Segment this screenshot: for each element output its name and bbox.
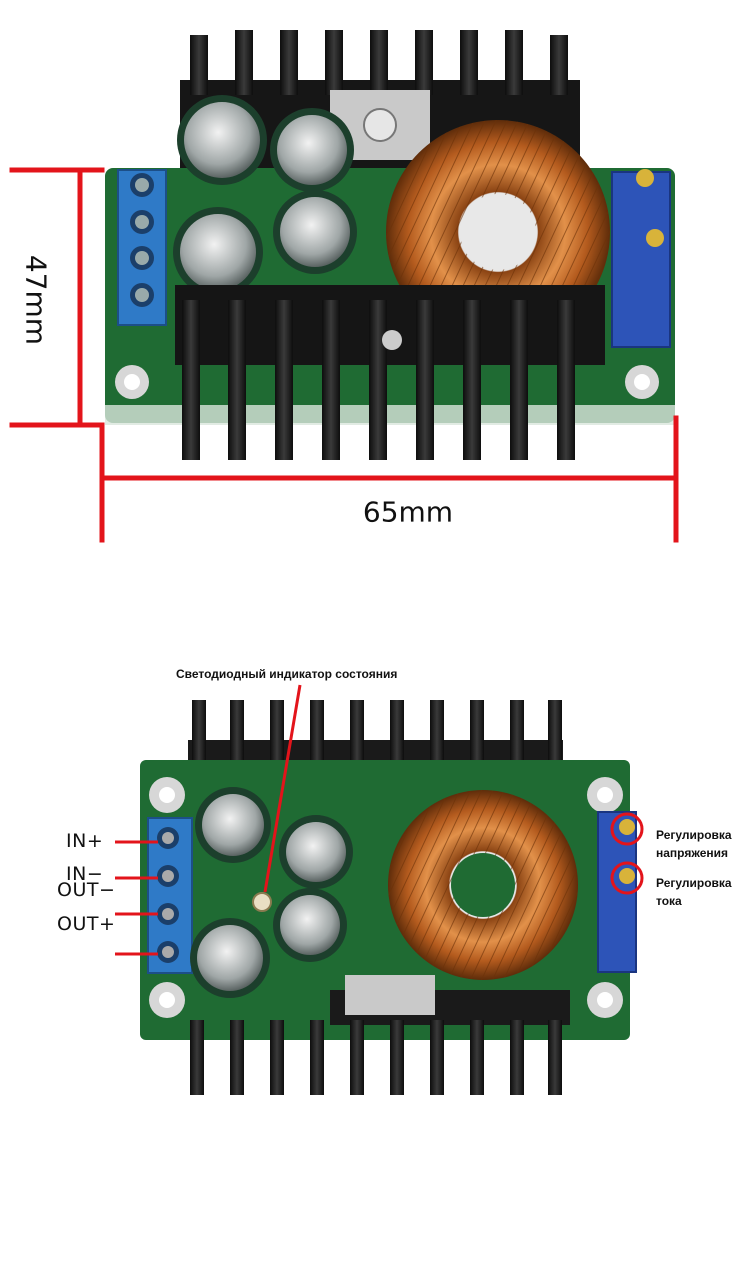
board-top-view	[105, 30, 675, 460]
front-heatsink	[175, 285, 605, 460]
current-adjust-label: Регулировка тока	[656, 876, 732, 908]
terminal-block	[117, 169, 167, 326]
led-indicator-label: Светодиодный индикатор состояния	[176, 667, 398, 681]
dimension-lines	[9, 167, 679, 543]
pin-in-plus-label: IN+	[66, 830, 104, 852]
potentiometers	[611, 169, 671, 348]
annotations	[115, 684, 644, 956]
dimension-height-label: 47mm	[19, 254, 53, 346]
board-bottom-view	[140, 700, 637, 1095]
capacitors	[173, 95, 357, 297]
pin-in-minus-label: IN−	[66, 863, 104, 885]
front-heatsink-2	[190, 975, 570, 1095]
terminal-block-2	[147, 817, 193, 974]
dimension-width-label: 65mm	[362, 495, 454, 529]
capacitors-2	[190, 787, 353, 998]
status-led	[252, 892, 272, 912]
toroid-coil-2	[388, 790, 578, 980]
pin-out-plus-label: OUT+	[57, 913, 116, 935]
voltage-adjust-label: Регулировка напряжения	[656, 828, 732, 860]
pin-out-minus-label: OUT−	[57, 879, 116, 901]
